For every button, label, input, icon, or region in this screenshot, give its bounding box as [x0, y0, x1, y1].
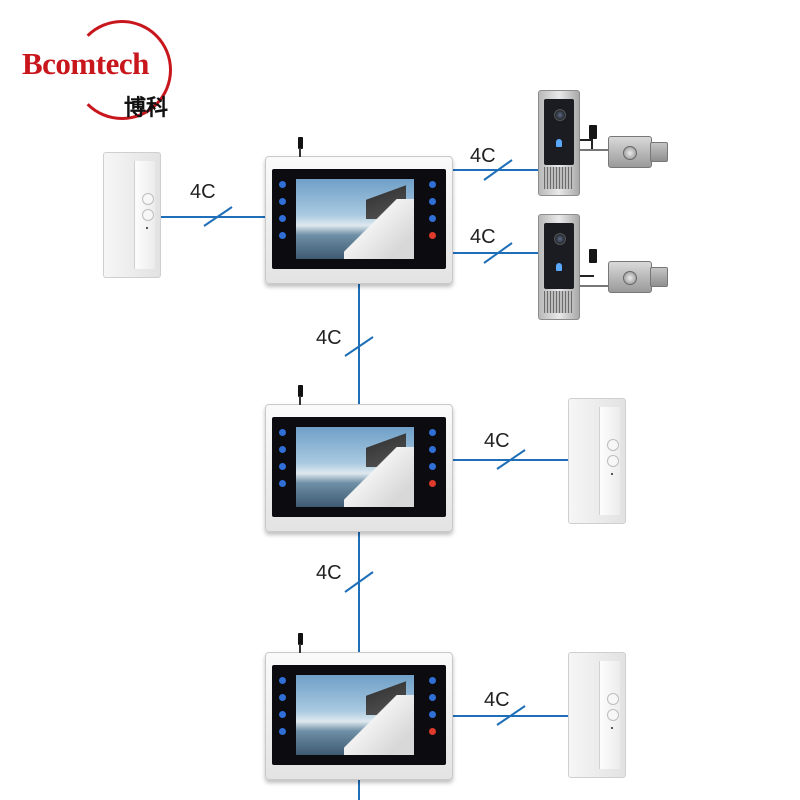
wire-slash [344, 571, 374, 593]
wire-label: 4C [470, 145, 496, 167]
wire-slash [483, 242, 513, 264]
monitor-buttons-right [429, 677, 439, 745]
handset-led [146, 227, 148, 229]
wire-label: 4C [316, 562, 342, 584]
lock-body [608, 261, 652, 293]
outdoor-door-station [538, 90, 597, 196]
key-cylinder-icon [623, 271, 637, 285]
monitor-bezel [272, 417, 446, 517]
monitor-buttons-left [279, 181, 289, 249]
indoor-monitor [265, 633, 453, 780]
brand-name-cn: 博科 [124, 96, 169, 121]
lock-body [608, 136, 652, 168]
monitor-bezel [272, 169, 446, 269]
handset-led [611, 727, 613, 729]
wire-slash [203, 206, 233, 227]
wire-slash [496, 705, 526, 726]
door-station-face [544, 99, 574, 165]
indoor-monitor [265, 137, 453, 284]
handset-button [142, 193, 154, 205]
monitor-screen [296, 675, 414, 755]
wire-label: 4C [484, 689, 510, 711]
power-adapter-icon [589, 125, 597, 139]
key-cylinder-icon [623, 146, 637, 160]
handset-button [142, 209, 154, 221]
lock-bolt [650, 267, 668, 287]
monitor-buttons-right [429, 181, 439, 249]
power-adapter-icon [296, 633, 304, 653]
brand-name: Bcomtech [22, 46, 149, 81]
wire-label: 4C [484, 430, 510, 452]
wire-slash [496, 449, 526, 470]
monitor-bezel [272, 665, 446, 765]
audio-handset [103, 152, 161, 278]
audio-handset [568, 398, 626, 524]
monitor-buttons-left [279, 429, 289, 497]
lock-bolt [650, 142, 668, 162]
power-adapter-icon [296, 137, 304, 157]
brand-logo: Bcomtech 博科 [14, 12, 214, 122]
speaker-grill [544, 291, 574, 313]
power-adapter-icon [589, 249, 597, 263]
camera-lens-icon [554, 109, 566, 121]
outdoor-door-station [538, 214, 597, 320]
monitor-screen [296, 179, 414, 259]
logo-ring [72, 20, 172, 120]
camera-lens-icon [554, 233, 566, 245]
electric-lock [608, 136, 668, 168]
wire-label: 4C [470, 226, 496, 248]
wire-label: 4C [190, 181, 216, 203]
handset-button [607, 693, 619, 705]
handset-button [607, 709, 619, 721]
speaker-grill [544, 167, 574, 189]
wire-slash [483, 159, 513, 181]
audio-handset [568, 652, 626, 778]
handset-button [607, 439, 619, 451]
lock-cable-1 [578, 139, 604, 151]
monitor-buttons-left [279, 677, 289, 745]
handset-button [607, 455, 619, 467]
doorbell-icon [556, 139, 562, 147]
indoor-monitor [265, 385, 453, 532]
wire-slash [344, 336, 374, 357]
electric-lock [608, 261, 668, 293]
doorbell-icon [556, 263, 562, 271]
wire-label: 4C [316, 327, 342, 349]
power-adapter-icon [296, 385, 304, 405]
handset-led [611, 473, 613, 475]
monitor-buttons-right [429, 429, 439, 497]
door-station-face [544, 223, 574, 289]
monitor-screen [296, 427, 414, 507]
